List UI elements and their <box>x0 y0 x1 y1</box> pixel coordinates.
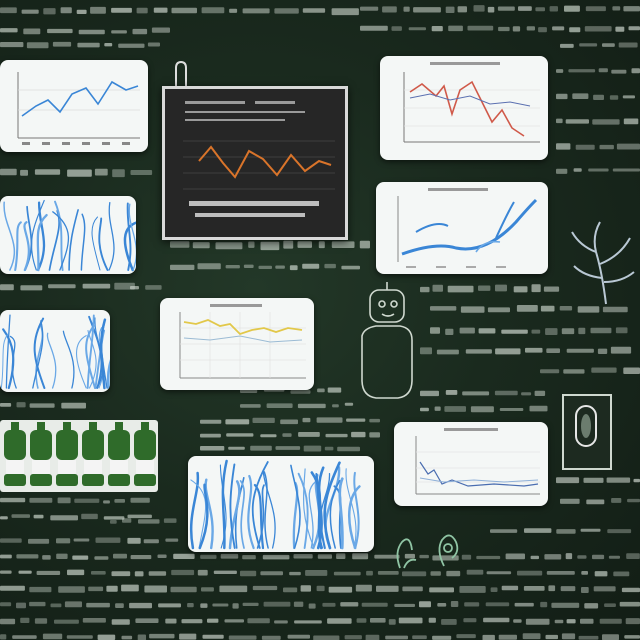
chart-card-center <box>160 298 314 390</box>
bottle-icon <box>4 422 156 486</box>
chart-card-top-right <box>380 56 548 160</box>
blue-branch-sketch <box>0 314 110 390</box>
clip-icon <box>175 60 187 90</box>
blue-sketch-card-3 <box>188 456 374 552</box>
blue-branch-sketch <box>3 199 136 272</box>
blue-sketch-card-2 <box>0 310 110 392</box>
sparse-line-chart <box>415 428 540 495</box>
red-line-chart <box>403 62 540 143</box>
orange-line-chart <box>165 89 345 237</box>
blue-branch-sketch <box>189 459 361 550</box>
bottle-shelf <box>0 420 158 492</box>
lamp-icon <box>562 394 612 470</box>
chart-card-bottom-right <box>394 422 548 506</box>
plant-sketch-icon <box>396 534 459 569</box>
blue-sketch-card-1 <box>0 196 136 274</box>
chart-card-top-left <box>0 60 148 152</box>
dark-chart-panel <box>162 86 348 240</box>
yellow-line-chart <box>179 304 306 379</box>
blue-tree-diagram <box>397 188 538 268</box>
plant-sketch-icon <box>571 221 635 305</box>
line-chart-thumbnail <box>17 72 140 145</box>
robot-sketch-icon <box>361 282 413 399</box>
chart-card-mid-right <box>376 182 548 274</box>
